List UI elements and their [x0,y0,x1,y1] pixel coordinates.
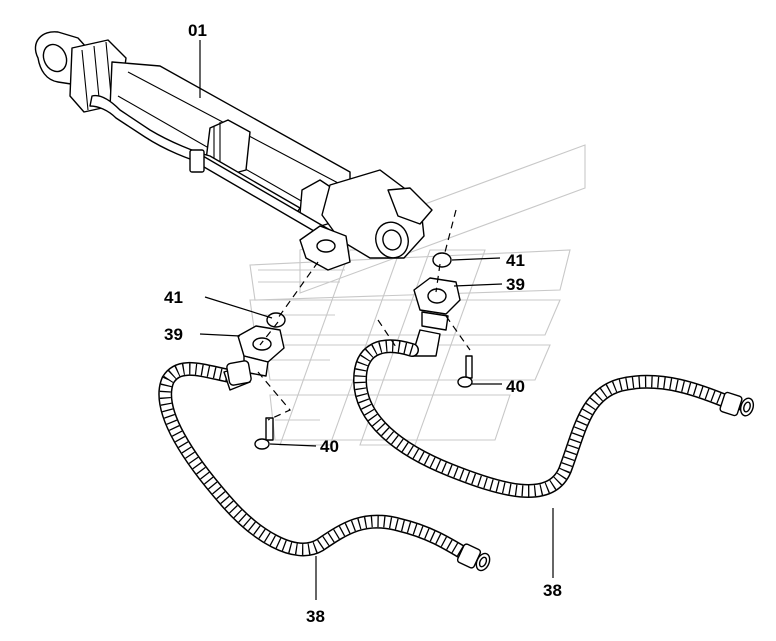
hose-left [158,360,491,572]
bolt-left [254,417,274,450]
hose-right [352,339,755,498]
callout-38-left: 38 [306,607,325,626]
callout-39-left: 39 [164,325,183,344]
callout-40-left: 40 [320,437,339,456]
o-ring-right [432,252,452,268]
hydraulic-cylinder [34,31,433,271]
callout-38-right: 38 [543,581,562,600]
bolt-right [457,355,473,388]
o-ring-left [266,312,286,328]
callout-40-right: 40 [506,377,525,396]
callout-01: 01 [188,21,207,40]
callout-41-right: 41 [506,251,525,270]
leader-lines [199,40,554,600]
callout-39-right: 39 [506,275,525,294]
callout-41-left: 41 [164,288,183,307]
assembly-guide-lines [257,209,471,421]
